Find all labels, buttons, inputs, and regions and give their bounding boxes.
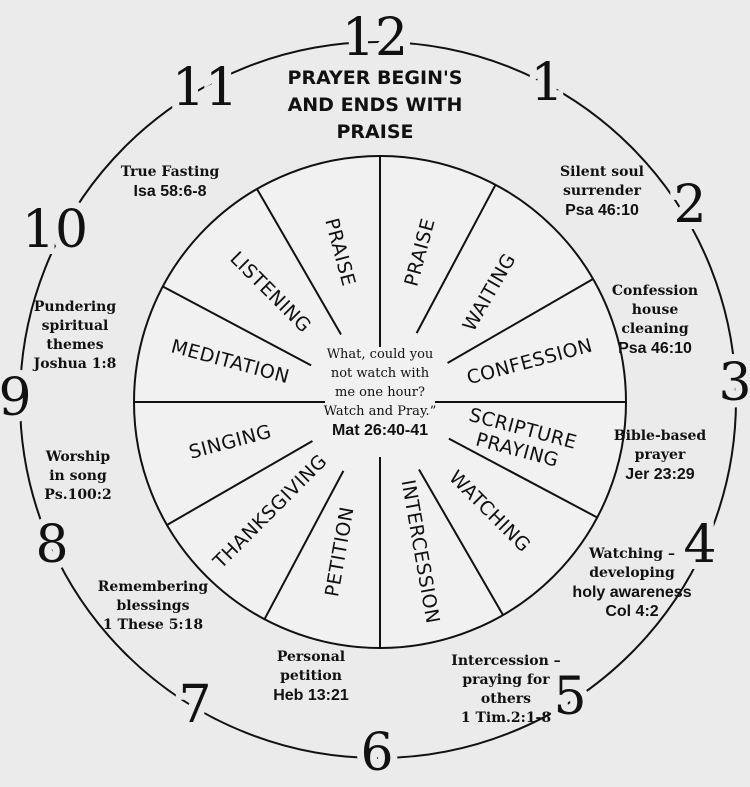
annotation-line: developing (589, 565, 675, 581)
title-line-2: AND ENDS WITH (288, 94, 463, 116)
wheel-spokes (134, 156, 626, 648)
annotation-line: in song (49, 468, 107, 484)
wheel-spoke (447, 278, 594, 364)
wheel-spoke (166, 440, 313, 526)
wheel-spoke (418, 469, 504, 616)
clock-number-12: 12 (342, 8, 408, 68)
clock-number-10: 10 (22, 200, 88, 260)
annotation-reference: Jer 23:29 (625, 466, 695, 483)
annotation-reference: Heb 13:21 (273, 687, 349, 704)
center-line: Watch and Pray.” (323, 404, 437, 419)
outer-clock-circle (19, 41, 737, 759)
annotation-line: spiritual (41, 318, 109, 334)
annotation-line: Remembering (97, 579, 209, 595)
title-line-3: PRAISE (337, 121, 414, 143)
annotation-line: Ps.100:2 (44, 487, 112, 503)
annotation-line: praying for (462, 672, 550, 688)
annotation-reference: Psa 46:10 (618, 340, 692, 357)
annotation-line: Confession (611, 283, 699, 299)
annotation-line: Watching – (589, 546, 675, 562)
annotation-line: themes (46, 337, 104, 353)
center-verse: What, could you not watch with me one ho… (324, 345, 437, 440)
center-reference: Mat 26:40-41 (331, 422, 429, 439)
annotation-line: True Fasting (120, 164, 220, 180)
annotation-line: Intercession – (451, 653, 561, 669)
annotation-reference: Isa 58:6-8 (133, 183, 207, 200)
title-line-1: PRAYER BEGIN'S (288, 67, 463, 89)
center-line: not watch with (330, 366, 430, 381)
prayer-hour-annotation: Remembering blessings 1 These 5:18 (98, 578, 208, 635)
clock-number-1: 1 (530, 53, 563, 113)
annotation-line: blessings (116, 598, 190, 614)
annotation-line: 1 Tim.2:1-8 (460, 710, 552, 726)
annotation-line: house (631, 302, 679, 318)
clock-number-9: 9 (0, 368, 32, 428)
clock-number-3: 3 (718, 353, 750, 413)
wheel-spoke (415, 184, 497, 334)
annotation-line: cleaning (621, 321, 689, 337)
annotation-reference: Col 4:2 (605, 603, 659, 620)
prayer-hour-annotation: Intercession – praying for others 1 Tim.2:1… (451, 652, 560, 728)
clock-number-7: 7 (178, 675, 211, 735)
clock-number-6: 6 (360, 723, 393, 783)
annotation-line: others (480, 691, 532, 707)
clock-number-4: 4 (683, 515, 716, 575)
annotation-line: 1 These 5:18 (102, 617, 204, 633)
center-line: What, could you (326, 347, 434, 362)
clock-number-5: 5 (553, 667, 586, 727)
annotation-line: Worship (45, 449, 111, 465)
clock-number-2: 2 (673, 175, 706, 235)
wheel-spoke (263, 470, 345, 620)
annotation-line: Personal (276, 649, 346, 665)
annotation-line: Pundering (33, 299, 117, 315)
annotation-reference: holy awareness (572, 584, 692, 601)
annotation-reference: Psa 46:10 (565, 202, 639, 219)
wheel-spoke (448, 437, 598, 519)
wheel-spoke (162, 285, 312, 367)
annotation-line: Joshua 1:8 (33, 356, 117, 372)
annotation-line: petition (280, 668, 342, 684)
wheel-spoke (256, 188, 342, 335)
clock-number-11: 11 (172, 58, 238, 118)
clock-number-8: 8 (35, 515, 68, 575)
annotation-line: surrender (563, 183, 641, 199)
center-line: me one hour? (335, 385, 425, 400)
annotation-line: Silent soul (560, 164, 644, 180)
annotation-line: Bible-based (613, 428, 707, 444)
annotation-line: prayer (634, 447, 686, 463)
